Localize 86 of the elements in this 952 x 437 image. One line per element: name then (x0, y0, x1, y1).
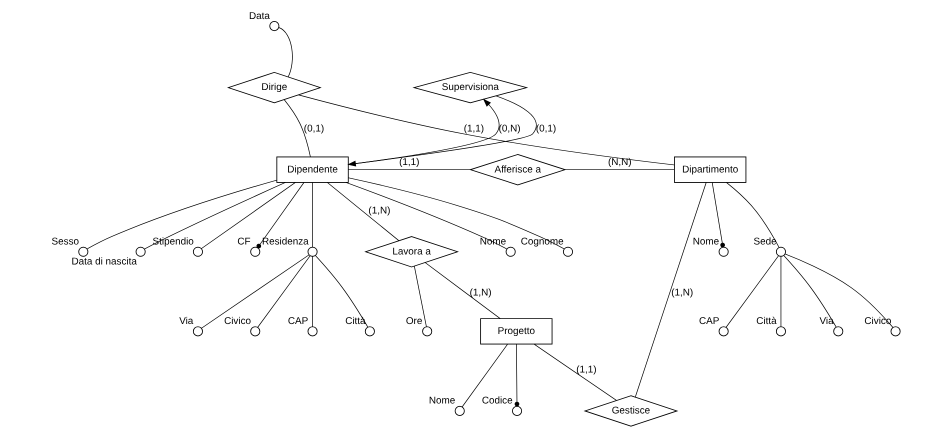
connector (256, 182, 304, 248)
edge-label: (1,1) (576, 364, 597, 376)
node-label: Città (756, 316, 777, 328)
node-box: Progetto (480, 318, 552, 345)
node-circle (308, 246, 318, 257)
edge-label: (1,1) (399, 156, 420, 168)
node-label: Codice (482, 396, 513, 407)
edge-label: (1,N) (368, 205, 390, 216)
connector (348, 177, 564, 250)
edge-label: (0,1) (536, 123, 556, 134)
node-circle (512, 406, 522, 416)
node-circle (422, 326, 432, 336)
connector (414, 266, 427, 327)
connector (144, 182, 286, 250)
connector (284, 99, 311, 158)
node-circle (506, 246, 516, 257)
node-label: Sede (753, 236, 777, 248)
node-circle (776, 326, 786, 336)
connector (780, 256, 782, 327)
node-circle (562, 246, 573, 257)
node-circle (833, 326, 844, 336)
connector (534, 344, 617, 401)
node-label: CAP (698, 316, 720, 328)
node-circle (718, 326, 729, 336)
node-circle (890, 326, 901, 336)
connector (784, 255, 837, 328)
edge-label: (1,N) (470, 287, 492, 298)
connector (424, 262, 501, 319)
connector (635, 182, 706, 398)
connector (86, 180, 278, 250)
connector (346, 182, 508, 250)
node-circle (454, 406, 465, 416)
connector (315, 255, 368, 328)
node-circle (364, 326, 375, 336)
edge-label: (0,N) (498, 123, 521, 134)
node-circle (192, 246, 203, 257)
connector (726, 182, 780, 248)
connector (726, 255, 779, 328)
node-diamond: Lavora a (364, 236, 459, 268)
node-diamond: Afferisce a (469, 154, 566, 186)
connector (312, 182, 313, 248)
node-label: CF (237, 236, 251, 248)
edge-label: (0,1) (304, 123, 324, 134)
node-diamond: Dirige (227, 72, 322, 104)
node-circle (776, 246, 786, 257)
node-label: Via (179, 316, 194, 328)
node-label: Ore (406, 316, 422, 328)
node-label: Data di nascita (71, 256, 137, 268)
connector (462, 344, 508, 408)
node-label: Nome (428, 396, 456, 407)
node-label: Via (820, 316, 834, 328)
edge-label: (1,N) (671, 287, 694, 298)
connector (201, 182, 296, 249)
node-circle (78, 246, 88, 257)
connector (564, 169, 675, 170)
node-circle (269, 21, 280, 32)
node-diamond: Supervisiona (412, 72, 528, 104)
node-circle (136, 246, 146, 257)
node-label: CAP (288, 316, 308, 328)
connector (514, 344, 520, 406)
node-circle (250, 326, 260, 336)
node-circle (250, 246, 260, 257)
node-label: Data (249, 10, 270, 22)
connector (327, 182, 400, 242)
connector (784, 254, 894, 328)
node-label: Nome (692, 236, 720, 248)
node-label: Civico (224, 316, 252, 328)
node-label: Sesso (52, 236, 80, 248)
connector (257, 255, 310, 328)
node-circle (718, 246, 729, 257)
node-diamond: Gestisce (584, 395, 678, 427)
node-box: Dipendente (276, 156, 349, 183)
connector (348, 169, 471, 170)
node-label: Città (345, 316, 366, 328)
connector (298, 94, 675, 166)
edge-label: (1,1) (464, 123, 484, 134)
node-box: Dipartimento (674, 156, 746, 183)
arrow (347, 96, 537, 166)
connector (712, 182, 725, 248)
node-label: Residenza (262, 236, 309, 248)
connector (278, 27, 293, 78)
connector (201, 254, 310, 329)
edge-label: (N,N) (608, 156, 632, 168)
connector (312, 256, 313, 327)
node-circle (192, 326, 203, 336)
node-circle (308, 326, 318, 336)
